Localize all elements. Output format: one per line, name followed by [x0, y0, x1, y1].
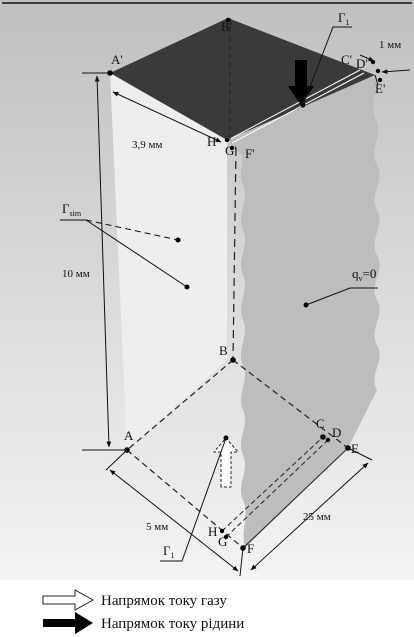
- label-g-top: G': [225, 143, 237, 158]
- leader-qv-zero: [305, 287, 378, 306]
- label-a-top: A': [111, 52, 123, 67]
- label-height: 10 мм: [62, 268, 90, 280]
- right-face: [227, 75, 380, 548]
- label-b-bottom: B: [219, 343, 228, 358]
- left-face: [110, 73, 227, 450]
- hidden-edge-be: [232, 359, 349, 449]
- dimension-bottom-right: [250, 462, 369, 571]
- label-d-bottom: D: [332, 425, 341, 440]
- dimension-bottom-right-ext: [347, 447, 373, 461]
- label-gamma-one-top: Г1: [338, 10, 350, 27]
- label-top-width: 3,9 мм: [132, 139, 162, 151]
- label-f-bottom: F: [247, 541, 254, 556]
- gap-arrow: [359, 54, 375, 62]
- legend-liquid-label: Напрямок току рідини: [101, 616, 244, 632]
- leader-gamma-one-top: [302, 26, 352, 106]
- legend-gas-arrow-icon: [42, 589, 95, 611]
- label-bottom-left: 5 мм: [146, 521, 168, 533]
- leader-gamma-one-bottom: [160, 437, 227, 562]
- dimension-bottom-left: [109, 469, 239, 572]
- leader-gamma-sim-2: [85, 219, 188, 288]
- label-d-top: D': [356, 56, 368, 71]
- label-e-top: E': [375, 81, 385, 96]
- label-g-bottom: G: [218, 534, 227, 549]
- label-qv-zero: qv=0: [352, 266, 376, 283]
- label-gamma-sim: Гsim: [62, 201, 82, 218]
- dimension-bottom-left-ext: [105, 449, 128, 471]
- hidden-edge-ba: [126, 359, 234, 451]
- label-c-bottom: C: [316, 416, 325, 431]
- top-edge-e: [374, 74, 379, 86]
- legend-liquid-arrow-icon: [43, 612, 93, 634]
- top-inner-line-2: [231, 72, 365, 144]
- label-gamma-one-bottom: Г1: [163, 543, 175, 560]
- label-bottom-right: 25 мм: [303, 511, 331, 523]
- label-h-bottom: H: [208, 524, 217, 539]
- legend-gas-label: Напрямок току газу: [101, 593, 227, 609]
- hidden-edge-vertical-2: [232, 147, 237, 361]
- label-f-top: F': [245, 146, 255, 161]
- dimension-bottom-left-ext2: [239, 547, 244, 577]
- label-a-bottom: A: [124, 428, 134, 443]
- label-b-top: B': [221, 19, 232, 34]
- leader-gamma-sim-1: [85, 219, 179, 241]
- gap-arrow-2: [381, 69, 411, 75]
- dimension-top-width: [112, 91, 222, 143]
- label-e-bottom: E: [351, 441, 359, 456]
- liquid-flow-arrow: [288, 60, 314, 105]
- dimension-height: [94, 75, 112, 448]
- top-inner-line: [227, 69, 361, 141]
- label-c-top: C': [341, 52, 352, 67]
- label-gap-dimension: 1 мм: [379, 39, 401, 51]
